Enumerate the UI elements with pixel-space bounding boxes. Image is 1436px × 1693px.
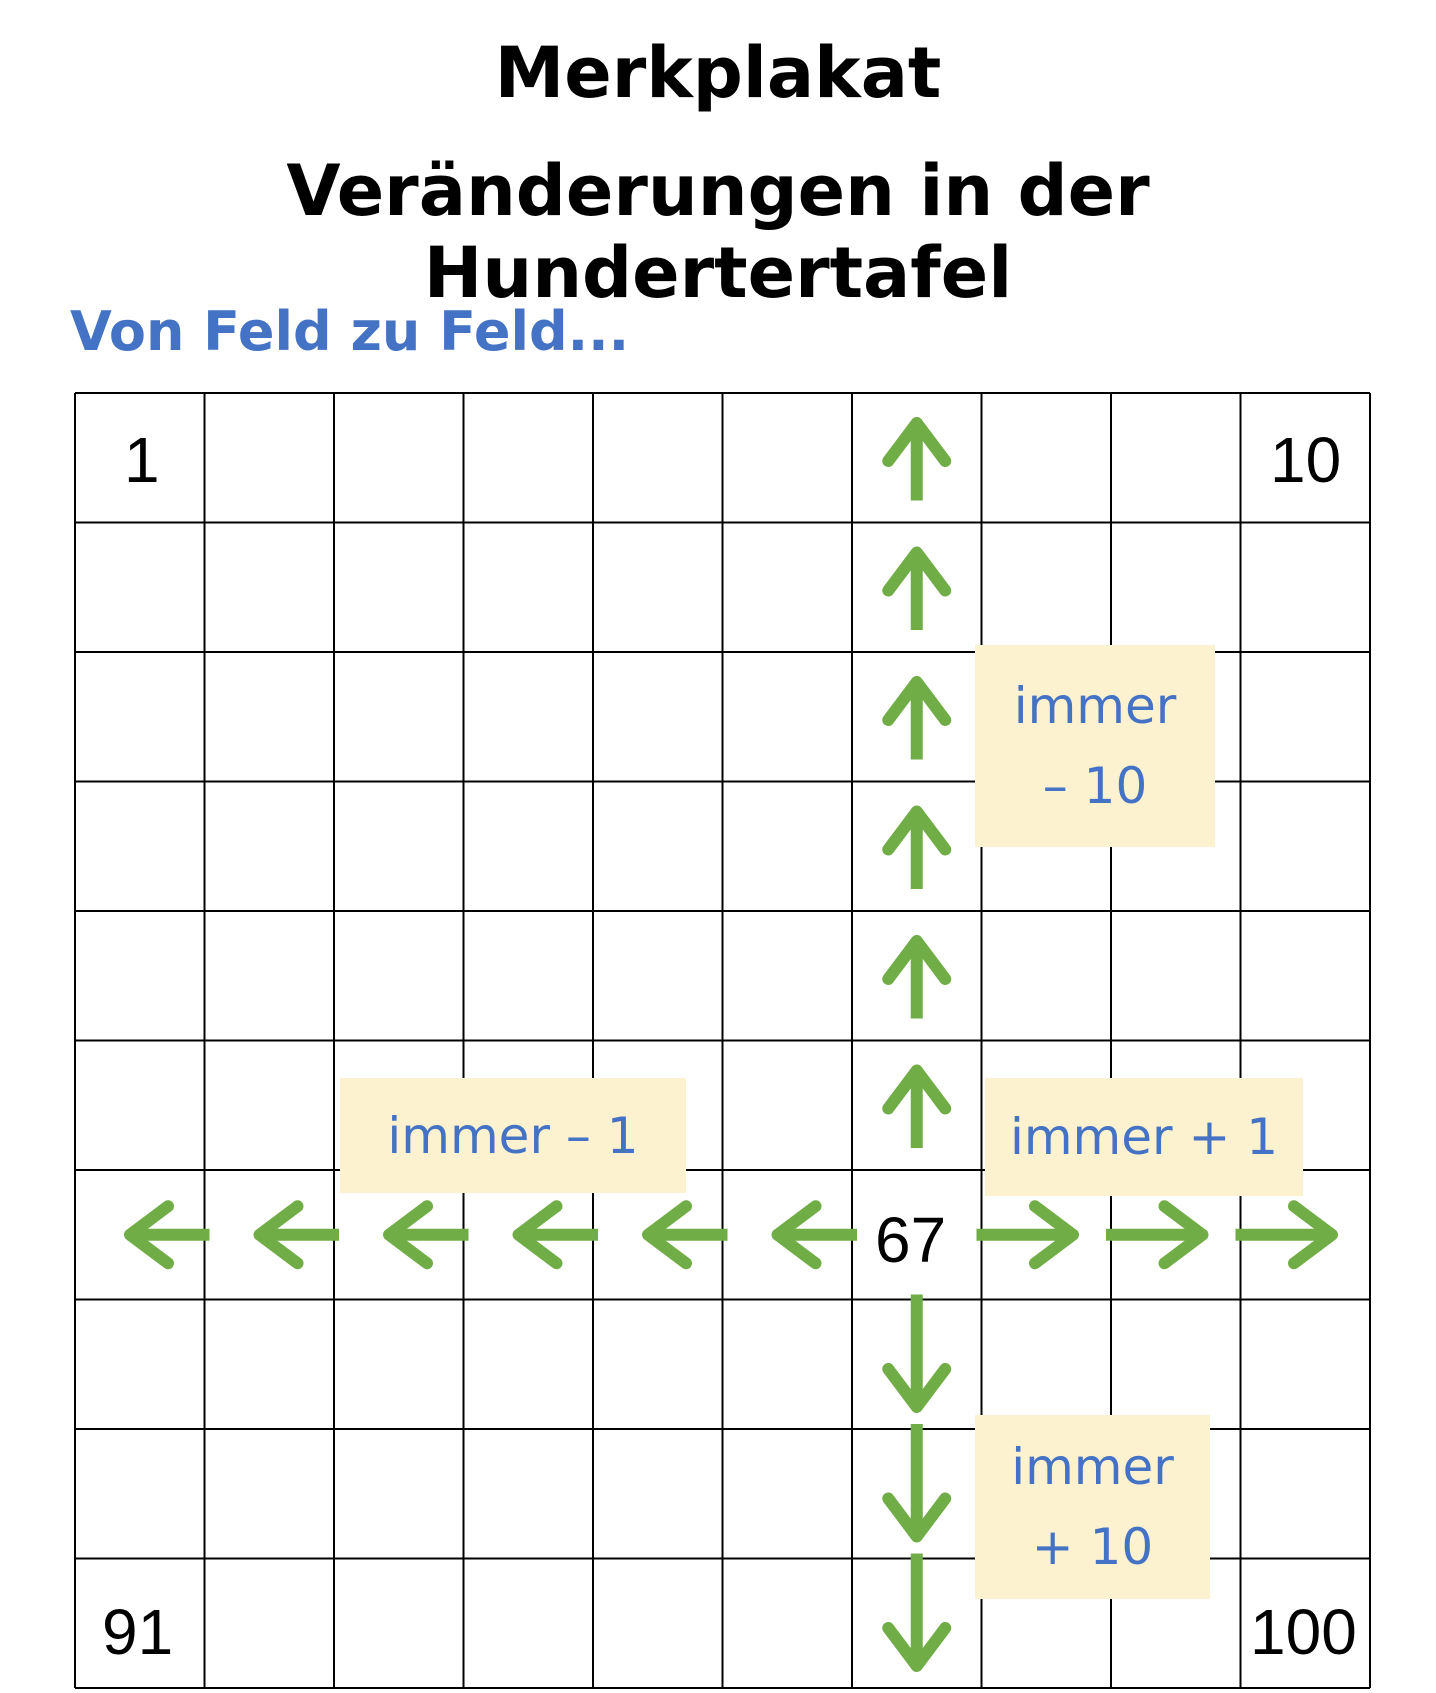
note-minus-one-line1: immer – 1 bbox=[387, 1106, 639, 1165]
cell-number-67: 67 bbox=[875, 1204, 947, 1276]
poster-subtitle: Veränderungen in der Hundertertafel bbox=[286, 150, 1150, 314]
arrow-right-icon bbox=[1106, 1200, 1209, 1270]
arrow-left-icon bbox=[642, 1200, 728, 1270]
arrow-up-icon bbox=[882, 676, 952, 760]
poster-title: Merkplakat bbox=[494, 32, 942, 114]
arrow-left-icon bbox=[253, 1200, 339, 1270]
note-minus-one: immer – 1 bbox=[340, 1078, 686, 1193]
arrow-left-icon bbox=[124, 1200, 210, 1270]
arrow-left-icon bbox=[771, 1200, 857, 1270]
note-plus-one-line1: immer + 1 bbox=[1009, 1108, 1279, 1166]
note-plus-ten-line2: + 10 bbox=[1031, 1518, 1154, 1576]
arrow-up-icon bbox=[882, 935, 952, 1019]
arrow-left-icon bbox=[383, 1200, 469, 1270]
note-plus-one: immer + 1 bbox=[985, 1078, 1303, 1196]
arrow-up-icon bbox=[882, 1064, 952, 1148]
arrow-right-icon bbox=[1235, 1200, 1338, 1270]
section-heading: Von Feld zu Feld... bbox=[70, 300, 630, 363]
note-minus-ten: immer – 10 bbox=[975, 645, 1215, 847]
note-plus-ten-line1: immer bbox=[1011, 1438, 1174, 1496]
note-plus-ten: immer + 10 bbox=[975, 1415, 1210, 1599]
arrow-down-icon bbox=[882, 1294, 952, 1413]
note-minus-ten-line1: immer bbox=[1013, 677, 1177, 735]
note-minus-ten-line2: – 10 bbox=[1042, 757, 1148, 815]
arrow-right-icon bbox=[976, 1200, 1079, 1270]
arrow-left-icon bbox=[512, 1200, 598, 1270]
cell-number-91: 91 bbox=[102, 1596, 174, 1668]
arrow-up-icon bbox=[882, 546, 952, 630]
cell-number-100: 100 bbox=[1250, 1596, 1357, 1668]
arrow-up-icon bbox=[882, 805, 952, 889]
cell-number-1: 1 bbox=[124, 424, 160, 496]
arrow-down-icon bbox=[882, 1424, 952, 1543]
cell-number-10: 10 bbox=[1270, 424, 1342, 496]
arrow-down-icon bbox=[882, 1553, 952, 1672]
arrow-up-icon bbox=[882, 417, 952, 501]
